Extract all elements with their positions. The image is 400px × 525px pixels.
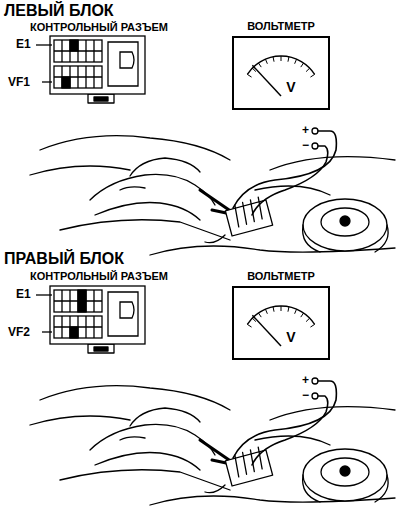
unit-symbol: V	[286, 80, 295, 94]
voltmeter: ВОЛЬТМЕТР V	[232, 20, 330, 110]
instrument-name: ВОЛЬТМЕТР	[232, 270, 330, 283]
dial-tick	[265, 59, 267, 64]
dial-tick	[306, 68, 310, 71]
terminal-sign: −	[302, 389, 309, 402]
dial-tick	[281, 56, 282, 61]
section-heading: ПРАВЫЙ БЛОК	[4, 250, 124, 268]
dial-tick	[273, 307, 275, 312]
part-name: КОНТРОЛЬНЫЙ РАЗЪЕМ	[30, 21, 168, 33]
dial-tick	[281, 306, 282, 311]
dial-tick	[265, 309, 267, 314]
dial-tick	[258, 63, 261, 67]
unit-symbol: V	[286, 330, 295, 344]
dial-tick	[310, 75, 314, 78]
dial-tick	[273, 57, 275, 62]
dial-tick	[247, 75, 251, 78]
dial-tick	[247, 325, 251, 328]
voltmeter: ВОЛЬТМЕТР V	[232, 270, 330, 360]
dial-tick	[295, 309, 297, 314]
dial-tick	[306, 318, 310, 321]
terminal-sign: −	[302, 139, 309, 152]
dial-tick	[310, 325, 314, 328]
pin-name: E1	[16, 38, 31, 51]
section-heading: ЛЕВЫЙ БЛОК	[4, 2, 114, 20]
meter-dial	[234, 288, 328, 358]
pin-name: VF2	[8, 326, 30, 339]
part-name: КОНТРОЛЬНЫЙ РАЗЪЕМ	[30, 270, 168, 282]
engine-scene-left	[30, 94, 395, 255]
engine-scene-right	[30, 344, 395, 505]
needle	[252, 315, 281, 346]
check-connector-left	[36, 36, 145, 94]
dial-tick	[301, 313, 304, 317]
pin-name: E1	[16, 288, 31, 301]
meter-face: V	[232, 36, 330, 110]
dial-tick	[287, 57, 289, 62]
check-connector-right	[36, 286, 145, 344]
meter-dial	[234, 38, 328, 108]
meter-face: V	[232, 286, 330, 360]
dial-tick	[287, 307, 289, 312]
needle	[252, 65, 281, 96]
dial-tick	[301, 63, 304, 67]
terminal-sign: +	[302, 374, 309, 387]
terminal-sign: +	[302, 124, 309, 137]
dial-tick	[258, 313, 261, 317]
dial-tick	[295, 59, 297, 64]
pin-name: VF1	[8, 76, 30, 89]
instrument-name: ВОЛЬТМЕТР	[232, 20, 330, 33]
